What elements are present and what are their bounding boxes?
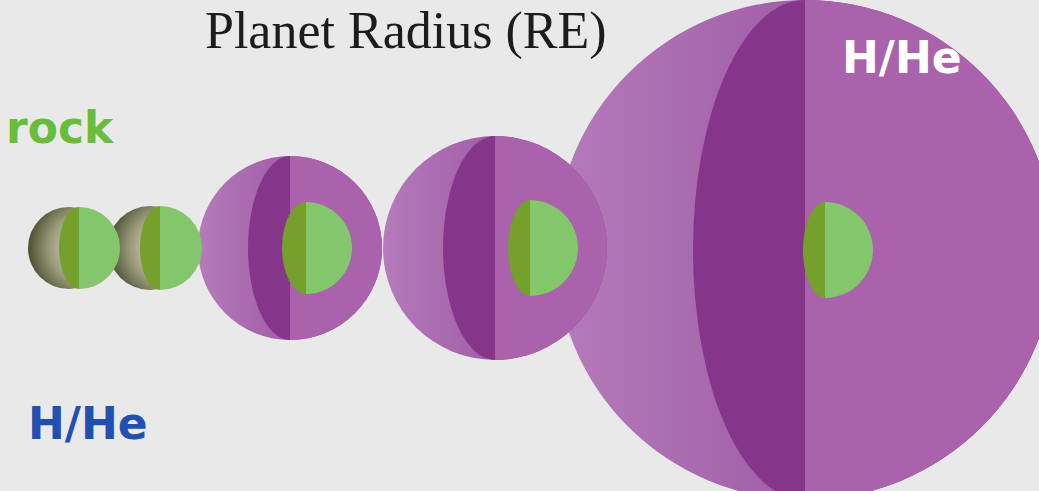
layer-label: H/He <box>842 34 962 82</box>
gas-planet <box>198 156 382 340</box>
layer-label: rock <box>6 104 113 152</box>
rock-planet <box>108 206 202 290</box>
rock-planet <box>28 207 120 289</box>
axis-title: Planet Radius (RE) <box>205 2 607 59</box>
layer-label: H/He <box>28 400 148 448</box>
gas-planet <box>383 136 607 360</box>
gas-planet <box>555 0 1039 491</box>
